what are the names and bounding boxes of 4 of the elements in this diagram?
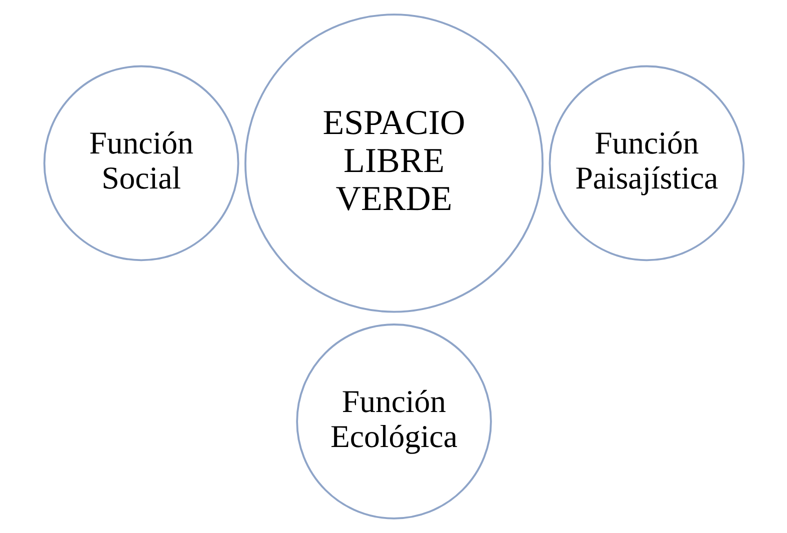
- node-circle: ESPACIO LIBRE VERDE: [244, 14, 544, 313]
- node-circle: Función Social: [42, 65, 239, 262]
- node-circle: Función Paisajística: [548, 65, 744, 262]
- node-circle: Función Ecológica: [296, 324, 492, 520]
